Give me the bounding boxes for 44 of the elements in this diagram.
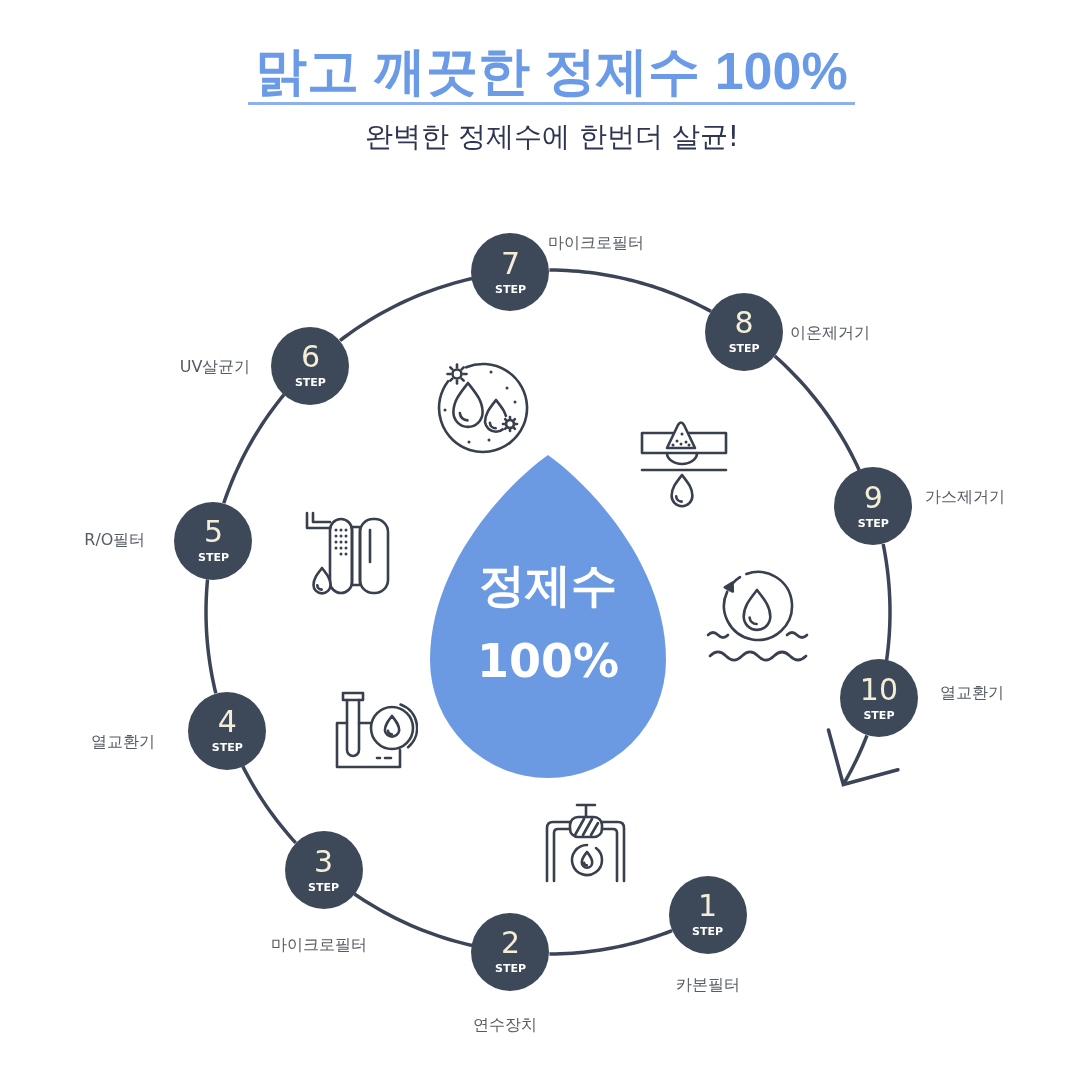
- connector-line: [773, 354, 861, 471]
- step-number: 3: [314, 846, 334, 877]
- step-label: R/O필터: [84, 529, 146, 550]
- step-number: 6: [300, 342, 320, 373]
- step-text: STEP: [308, 881, 340, 894]
- connector-line: [204, 579, 218, 694]
- step-text: STEP: [494, 963, 526, 976]
- step-text: STEP: [211, 742, 243, 755]
- step-label: UV살균기: [179, 357, 251, 377]
- step-label: 열교환기: [939, 683, 1004, 704]
- step-number: 5: [203, 517, 223, 548]
- drop-text: 정제수 100%: [475, 557, 621, 690]
- step-number: 1: [697, 891, 718, 921]
- step-number: 7: [500, 248, 520, 279]
- step-text: STEP: [863, 709, 895, 722]
- step-label: 가스제거기: [925, 487, 1006, 508]
- connector-line: [549, 929, 673, 956]
- step-number: 4: [217, 707, 237, 738]
- connector-line: [241, 765, 297, 845]
- step-label: 마이크로필터: [270, 935, 367, 956]
- step-label: 열교환기: [91, 731, 156, 752]
- step-text: STEP: [857, 517, 889, 530]
- step-number: 10: [859, 674, 899, 705]
- step-number: 2: [500, 928, 520, 959]
- water-drop: [430, 455, 666, 778]
- step-text: STEP: [197, 552, 229, 565]
- subtitle: 완벽한 정제수에 한번더 살균!: [365, 120, 739, 154]
- step-text: STEP: [728, 343, 760, 356]
- connector-line: [549, 268, 712, 313]
- step-number: 9: [863, 482, 883, 513]
- connector-line: [338, 276, 473, 342]
- connector-line: [222, 393, 286, 504]
- title: 맑고 깨끗한 정제수 100%: [248, 40, 855, 105]
- step-number: 8: [734, 308, 754, 339]
- step-label: 마이크로필터: [548, 233, 645, 254]
- flow-arrow: [826, 728, 900, 787]
- step-label: 카본필터: [675, 974, 740, 995]
- step-text: STEP: [494, 283, 526, 296]
- step-text: STEP: [294, 377, 326, 390]
- connector-line: [353, 892, 473, 948]
- connector-line: [881, 543, 892, 661]
- step-label: 이온제거기: [790, 322, 871, 343]
- step-label: 연수장치: [473, 1014, 538, 1035]
- step-text: STEP: [692, 926, 723, 938]
